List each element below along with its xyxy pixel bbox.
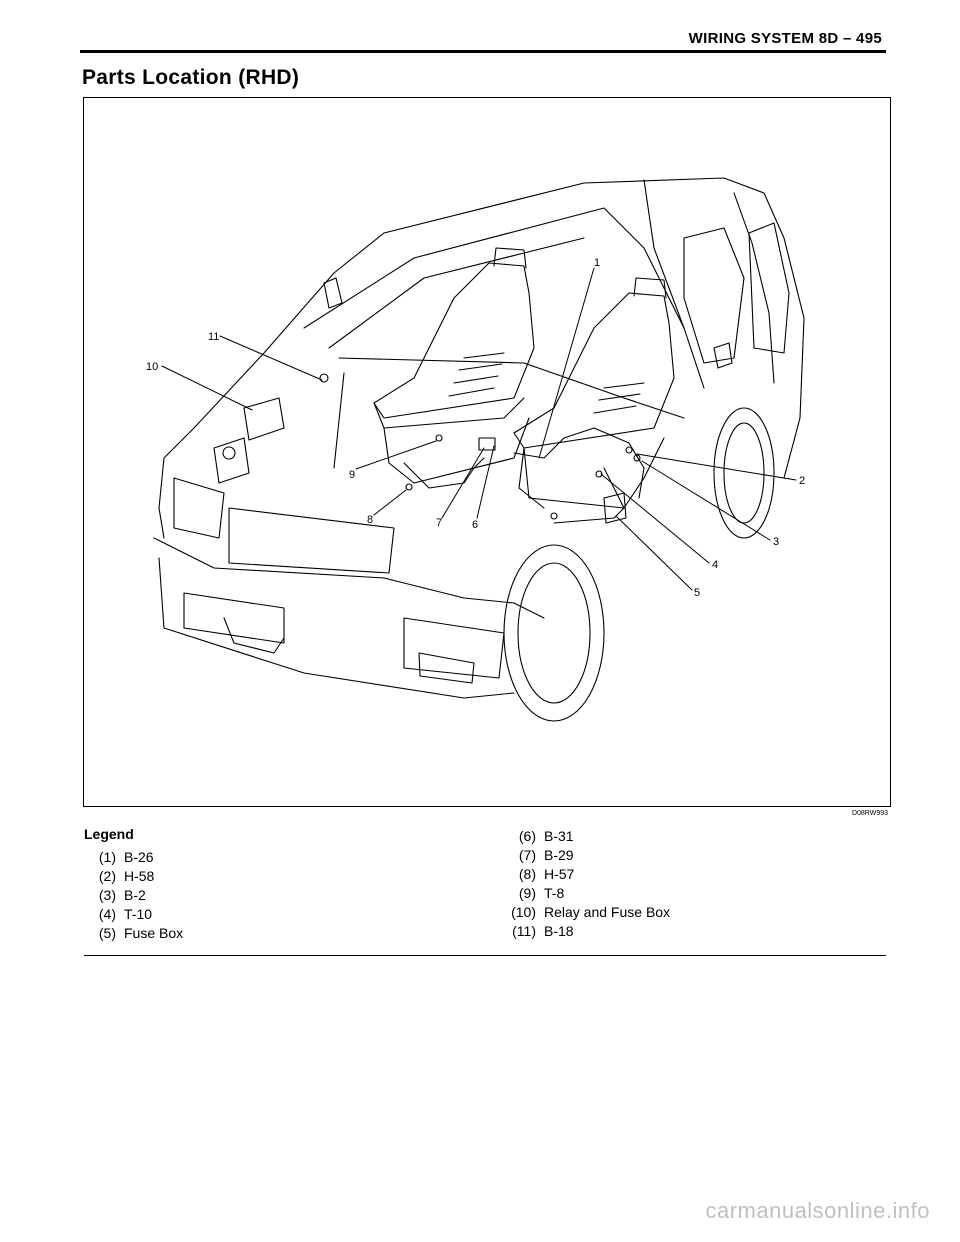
page-title: Parts Location (RHD): [82, 66, 300, 89]
callout-9: 9: [349, 469, 355, 481]
harness-and-components: [213, 357, 685, 524]
header-rule: [80, 50, 886, 53]
callout-2: 2: [799, 475, 805, 487]
legend-left-column: (1)B-26 (2)H-58 (3)B-2 (4)T-10 (5)Fuse B…: [84, 849, 183, 944]
watermark: carmanualsonline.info: [705, 1198, 930, 1223]
legend-item: (11)B-18: [512, 923, 574, 939]
legend-item: (9)T-8: [518, 885, 565, 901]
seats: [373, 247, 675, 509]
callout-8: 8: [367, 514, 373, 526]
legend-item: (10)Relay and Fuse Box: [511, 904, 671, 920]
running-header: WIRING SYSTEM 8D – 495: [688, 30, 882, 47]
legend-item: (4)T-10: [98, 906, 153, 922]
callout-6: 6: [472, 519, 478, 531]
legend-item: (7)B-29: [518, 847, 574, 863]
callout-3: 3: [773, 536, 779, 548]
callout-10: 10: [146, 361, 158, 373]
callout-11: 11: [208, 331, 219, 343]
callout-leaders: [161, 267, 797, 591]
callout-5: 5: [694, 587, 700, 599]
legend-item: (3)B-2: [98, 887, 146, 903]
vehicle-outline: [153, 177, 805, 722]
legend-heading: Legend: [84, 826, 134, 842]
legend-item: (6)B-31: [518, 828, 574, 844]
legend-item: (1)B-26: [98, 849, 154, 865]
legend-item: (8)H-57: [518, 866, 575, 882]
figure-id: D08RW993: [851, 810, 888, 817]
callout-7: 7: [436, 517, 442, 529]
legend-right-column: (6)B-31 (7)B-29 (8)H-57 (9)T-8 (10)Relay…: [500, 828, 670, 942]
bottom-rule: [84, 955, 886, 956]
vehicle-parts-diagram: 1 2 3 4 5 6 7 8 9 10 11: [83, 97, 891, 807]
legend-item: (2)H-58: [98, 868, 155, 884]
callout-labels: 1 2 3 4 5 6 7 8 9 10 11: [146, 257, 805, 599]
callout-1: 1: [594, 257, 600, 269]
callout-4: 4: [712, 559, 718, 571]
legend-item: (5)Fuse Box: [98, 925, 184, 941]
